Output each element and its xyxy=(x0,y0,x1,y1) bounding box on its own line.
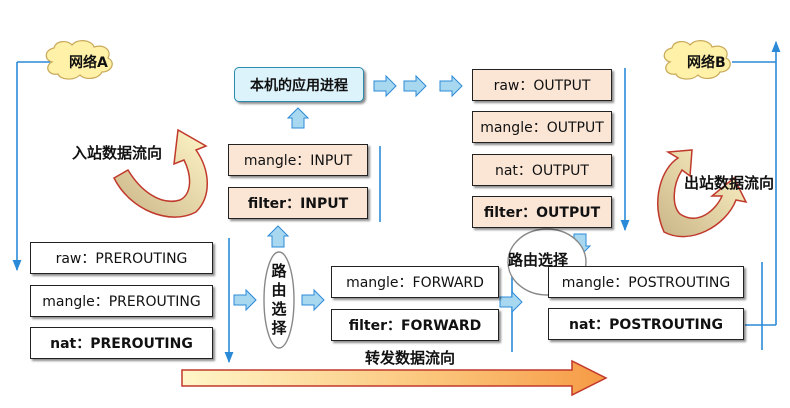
inbound-flow-label: 入站数据流向 xyxy=(72,144,163,162)
forward-flow-label: 转发数据流向 xyxy=(365,349,456,367)
mangle-prerouting-box: mangle：PREROUTING xyxy=(30,285,213,317)
outbound-curved-arrow-icon xyxy=(657,149,748,238)
raw-output-box: raw：OUTPUT xyxy=(472,69,612,101)
raw-prerouting-box: raw：PREROUTING xyxy=(30,242,213,274)
nat-output-box: nat：OUTPUT xyxy=(472,154,612,186)
mangle-input-box: mangle：INPUT xyxy=(228,144,368,176)
routing-right-label: 路由选择 xyxy=(508,251,569,269)
routing-left-label: 路由选择 xyxy=(271,262,287,337)
inbound-curved-arrow-icon xyxy=(113,128,208,218)
inbound-line xyxy=(12,61,50,272)
network-b-cloud-icon xyxy=(663,40,731,80)
outbound-flow-label: 出站数据流向 xyxy=(684,174,775,192)
mangle-forward-box: mangle：FORWARD xyxy=(331,266,499,298)
forward-flow-arrow-icon xyxy=(181,359,608,397)
filter-output-box: filter：OUTPUT xyxy=(472,196,612,228)
outbound-line xyxy=(732,40,781,350)
mangle-output-box: mangle：OUTPUT xyxy=(472,111,612,143)
network-a-label: 网络A xyxy=(69,55,108,71)
nat-prerouting-box: nat：PREROUTING xyxy=(30,327,213,359)
filter-input-box: filter：INPUT xyxy=(228,187,368,219)
network-b-label: 网络B xyxy=(687,55,726,71)
nat-postrouting-box: nat：POSTROUTING xyxy=(548,308,744,340)
mangle-postrouting-box: mangle：POSTROUTING xyxy=(548,266,744,298)
routing-left-ellipse xyxy=(263,251,295,349)
app-process-box: 本机的应用进程 xyxy=(234,67,364,102)
network-a-cloud-icon xyxy=(45,40,113,80)
filter-forward-box: filter：FORWARD xyxy=(331,309,499,341)
